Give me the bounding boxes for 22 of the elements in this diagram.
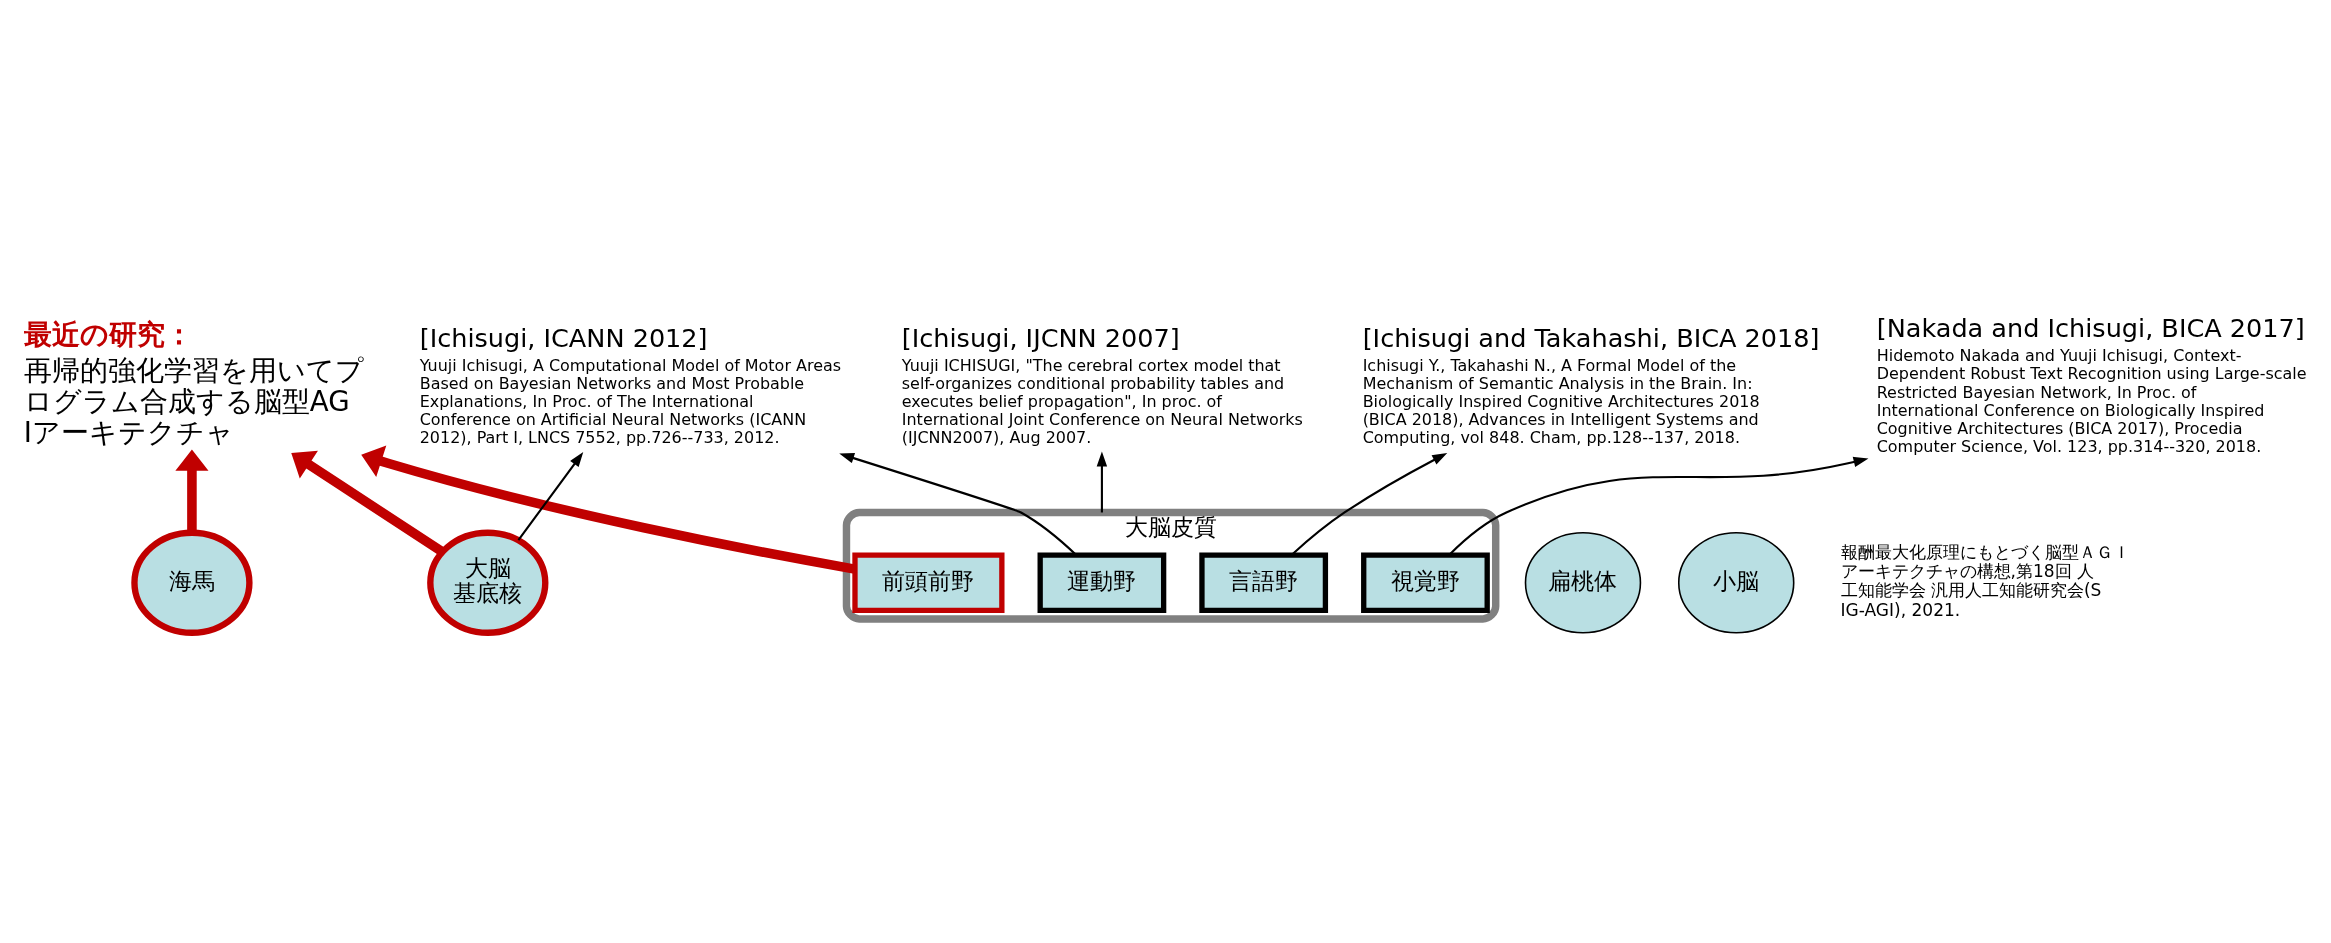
node-box: 前頭前野 (852, 552, 1005, 614)
arrow (175, 449, 209, 533)
node-text: 最近の研究： 再帰的強化学習を用いてプログラム合成する脳型AGIアーキテクチャ (23, 318, 364, 450)
arrow (517, 452, 584, 541)
node-text: [Nakada and Ichisugi, BICA 2017] Hidemoto Nakada and Yuuji Ichisugi, Context-Dependent Robust Text Recognition using Large-scale Restricted Bayesian Network, In Proc. of International Conference on Biologically Inspired Cognitive Architectures (BICA 2017), Procedia Computer Science, Vol. 123, pp.314--320, 2018. (1876, 313, 2307, 456)
node-ellipse: 小脳 (1677, 531, 1795, 634)
node-ellipse: 大脳基底核 (427, 529, 549, 636)
node-ellipse: 扁桃体 (1524, 531, 1642, 634)
node-ellipse: 海馬 (131, 529, 253, 636)
node-box: 言語野 (1199, 552, 1329, 614)
arrow (361, 445, 856, 574)
node-box: 視覚野 (1361, 552, 1490, 614)
label: 報酬最大化原理にもとづく脳型ＡＧＩアーキテクチャの構想,第18回 人工知能学会 汎用人工知能研究会(SIG-AGI), 2021. (1840, 542, 2130, 620)
node-text: [Ichisugi and Takahashi, BICA 2018] Ichisugi Y., Takahashi N., A Formal Model of the Mechanism of Semantic Analysis in the Brain. In: Biologically Inspired Cognitive Architectures 2018 (BICA 2018), Advances in Intelligent Systems and Computing, vol 848. Cham, pp.128--137, 2018. (1362, 322, 1820, 448)
arrow (1096, 451, 1108, 513)
node-text: [Ichisugi, IJCNN 2007] Yuuji ICHISUGI, "The cerebral cortex model that self-organizes conditional probability tables and executes belief propagation", In proc. of International Joint Conference on Neural Networks (IJCNN2007), Aug 2007. (901, 322, 1303, 448)
arrow (291, 450, 445, 556)
node-text: [Ichisugi, ICANN 2012] Yuuji Ichisugi, A Computational Model of Motor Areas Based on Bayesian Networks and Most Probable Explanations, In Proc. of The International Conference on Artificial Neural Networks (ICANN 2012), Part I, LNCS 7552, pp.726--733, 2012. (419, 322, 842, 448)
arrow (839, 453, 1077, 556)
arrow (1290, 453, 1448, 556)
arrow (1448, 456, 1869, 556)
node-box: 運動野 (1037, 552, 1167, 614)
